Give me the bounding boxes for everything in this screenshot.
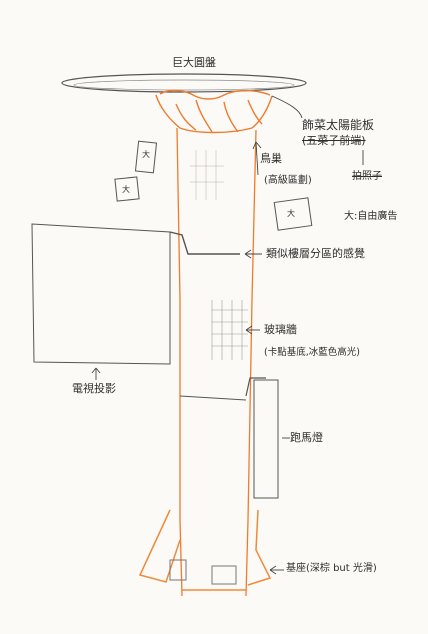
- base-block-right: [212, 566, 236, 584]
- bird-nest: [156, 90, 272, 132]
- label-solar-panel: 飾菜太陽能板: [302, 118, 374, 132]
- label-glass-wall: 玻璃牆: [264, 323, 297, 337]
- giant-disc: [62, 74, 306, 92]
- upper-grid: [190, 150, 224, 200]
- ad-mark-2: 大: [122, 183, 130, 197]
- label-free-ad-legend: 大:自由廣告: [344, 210, 397, 224]
- label-solar-struck-2: 拍照子: [352, 170, 382, 184]
- label-base: 基座(深棕 but 光滑): [286, 562, 377, 576]
- tower-body: [177, 128, 256, 596]
- label-bird-nest: 鳥巢: [260, 152, 282, 166]
- tower-floor-line: [180, 396, 246, 400]
- tv-projection-screen: [32, 224, 170, 364]
- tv-mount: [170, 232, 240, 254]
- label-solar-struck: (五菜子前端): [302, 134, 366, 148]
- ad-mark-1: 大: [142, 148, 150, 162]
- label-floor-zoning: 類似樓層分區的感覺: [266, 247, 365, 261]
- label-running-lamp: 跑馬燈: [290, 431, 323, 445]
- giant-disc-inner: [74, 80, 294, 90]
- label-giant-disc: 巨大圓盤: [172, 56, 216, 70]
- label-bird-nest-sub: (高級區劃): [264, 174, 312, 188]
- base: [140, 510, 270, 590]
- label-tv-projection: 電視投影: [72, 382, 116, 396]
- ad-mark-3: 大: [287, 207, 295, 221]
- glass-wall: [212, 300, 248, 360]
- running-lamp-panel: [254, 380, 278, 498]
- label-glass-wall-sub: (卡點基底,冰藍色高光): [264, 346, 360, 360]
